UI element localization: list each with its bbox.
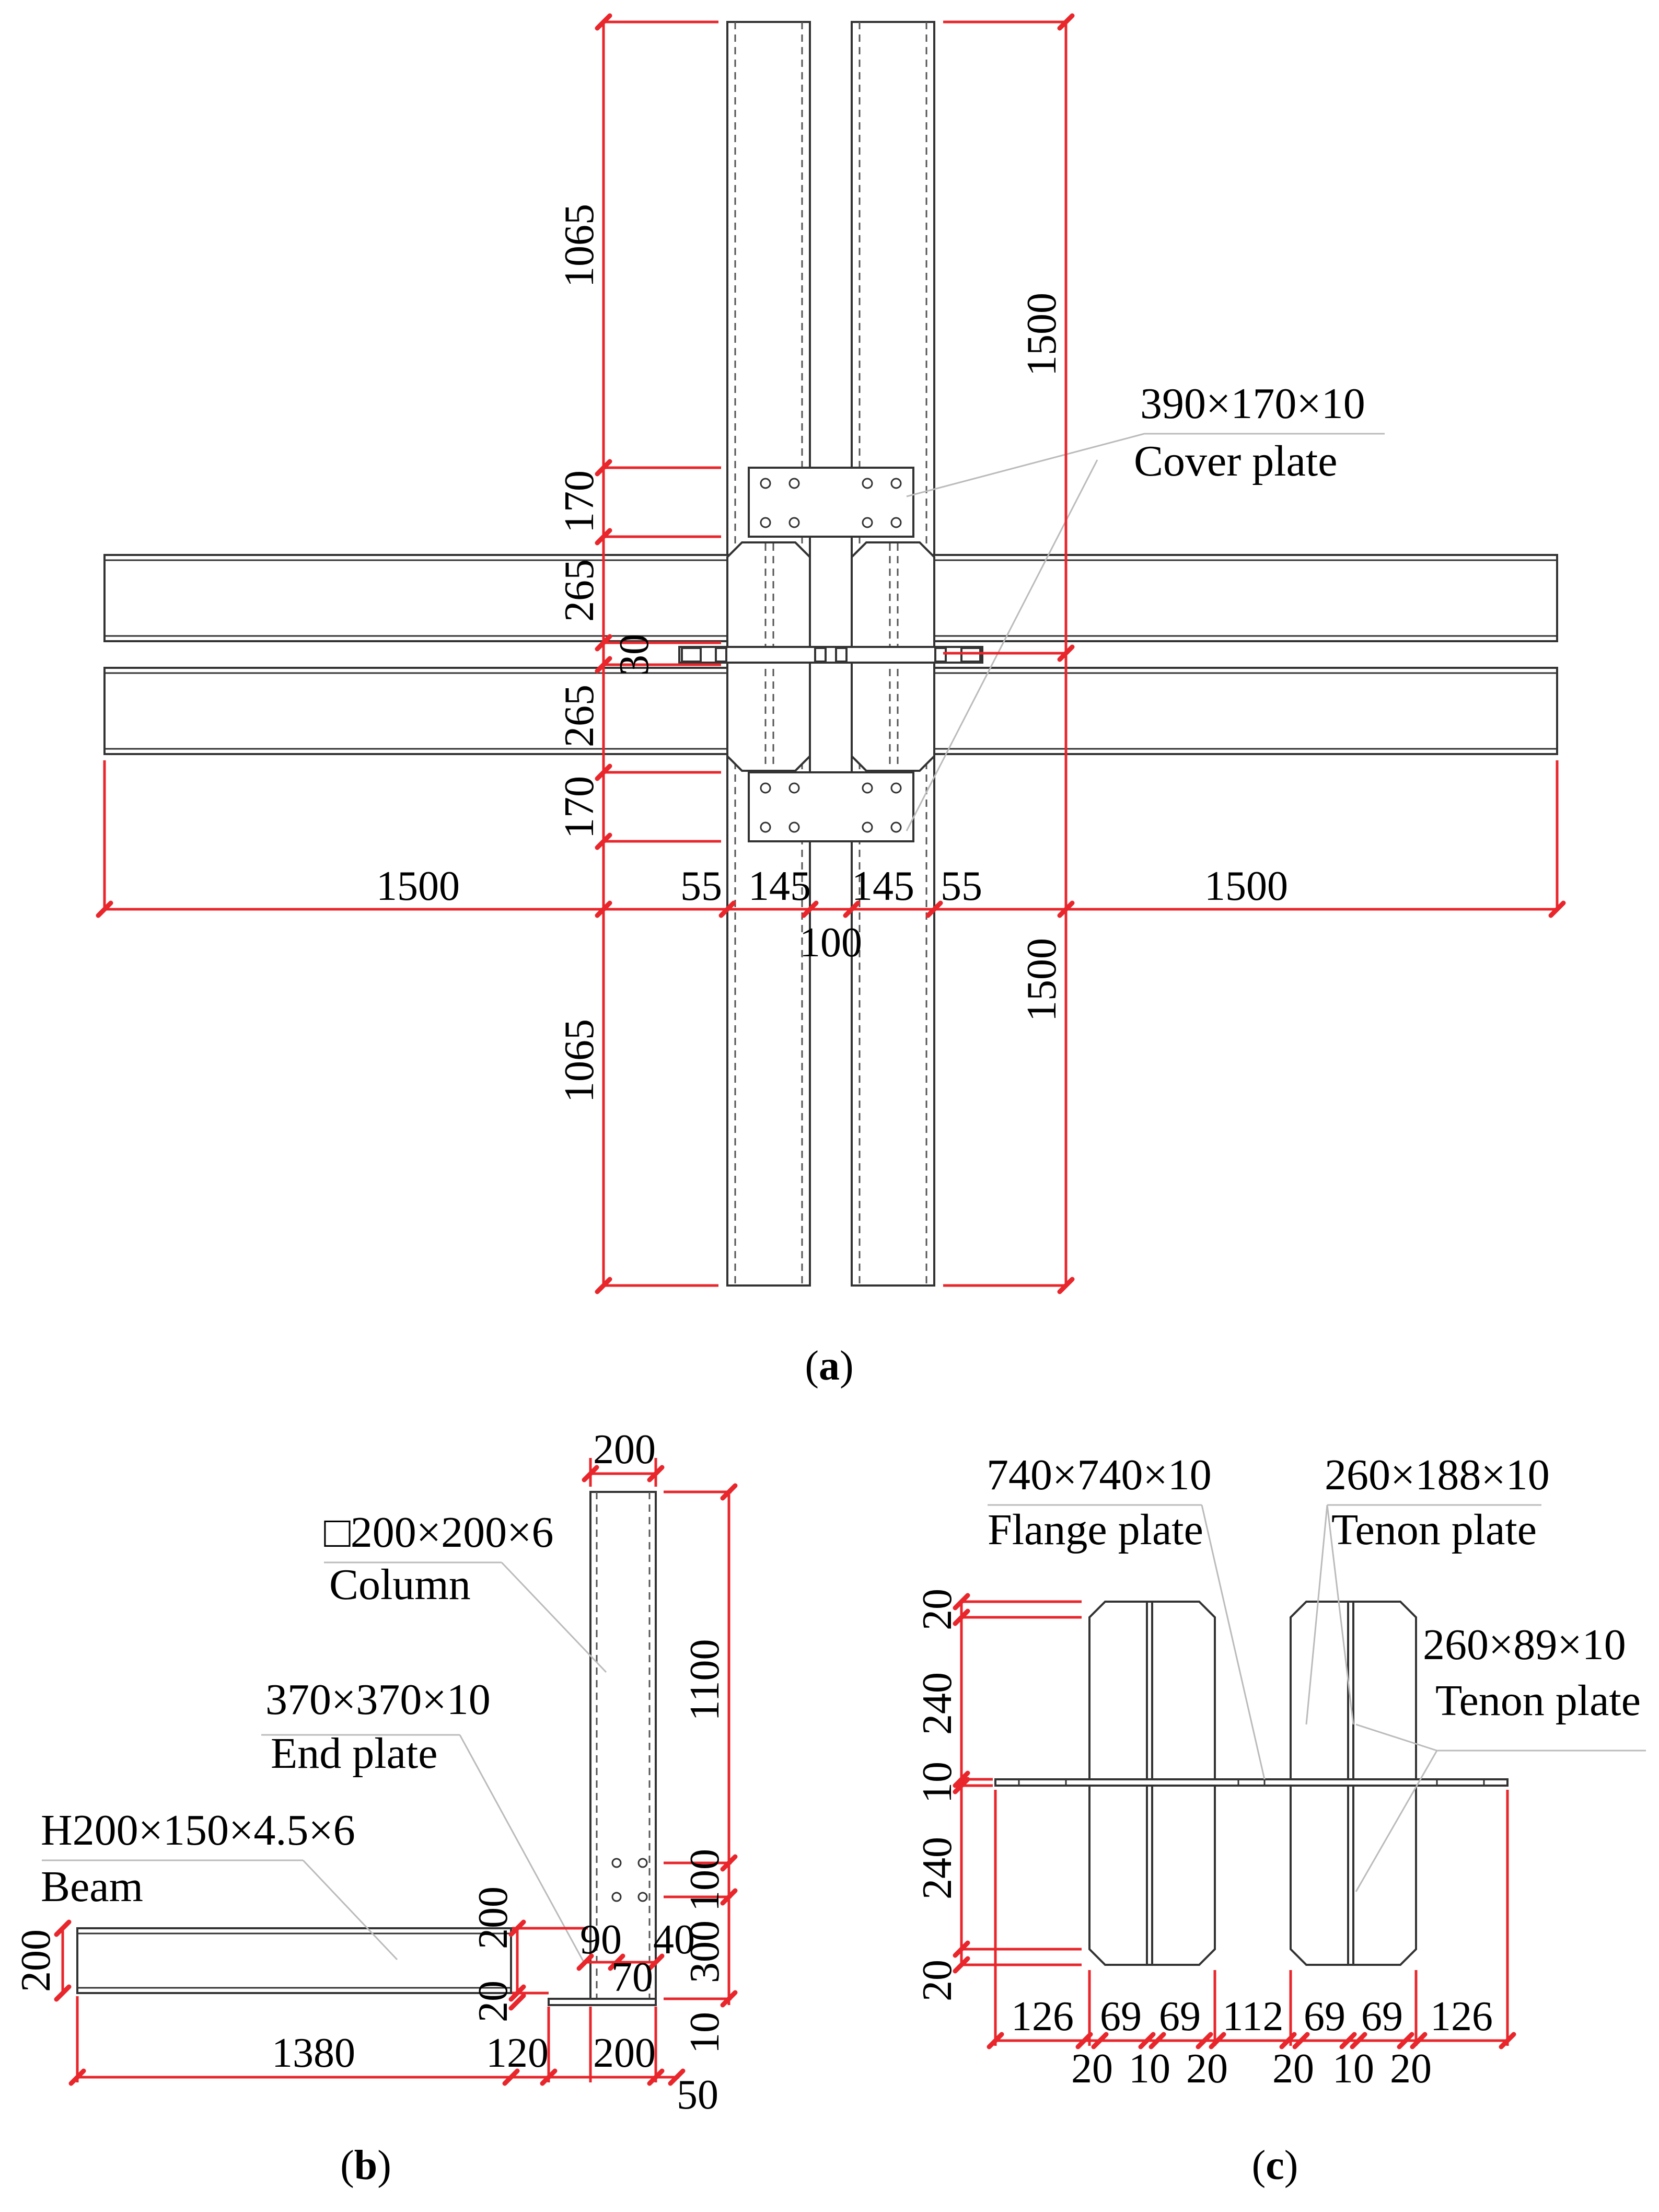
tenon-plate-2-name-label: Tenon plate xyxy=(1435,1676,1641,1725)
dim-a-offset-right: 55 xyxy=(941,863,982,909)
dim-b-lower: 300 xyxy=(682,1920,728,1983)
dim-c-69-c: 69 xyxy=(1304,1994,1345,2040)
upper-right-beam xyxy=(932,554,1558,642)
dim-a-right-beam: 1500 xyxy=(1204,863,1288,909)
dim-b-plate-thickness: 10 xyxy=(682,2012,728,2054)
dim-a-column-gap: 100 xyxy=(799,920,862,966)
dim-b-50: 50 xyxy=(677,2072,718,2118)
flange-plate-row xyxy=(678,646,983,664)
b-end-plate xyxy=(548,1998,657,2006)
panel-c-caption: (c) xyxy=(1252,2142,1298,2188)
dim-a-bottom-column: 1065 xyxy=(556,1019,602,1103)
column-size-label: □200×200×6 xyxy=(324,1508,553,1557)
panel-b-caption: (b) xyxy=(340,2142,391,2188)
cover-plate-name-label: Cover plate xyxy=(1134,437,1338,485)
dim-b-200: 200 xyxy=(593,2030,656,2076)
dim-a-column-right: 145 xyxy=(852,863,914,909)
dim-c-bottom-10-b: 10 xyxy=(1332,2046,1374,2092)
upper-left-beam xyxy=(103,554,730,642)
dim-a-gap: 30 xyxy=(611,634,657,676)
dim-c-bottom-10-a: 10 xyxy=(1129,2046,1170,2092)
dim-b-120: 120 xyxy=(486,2030,549,2076)
dim-a-column-left: 145 xyxy=(748,863,811,909)
panel-b: □200×200×6 Column 370×370×10 End plate H… xyxy=(13,1427,738,2188)
lower-right-beam xyxy=(932,667,1558,755)
bottom-cover-plate xyxy=(748,771,914,842)
dim-c-10: 10 xyxy=(914,1762,960,1803)
dim-c-top-240: 240 xyxy=(914,1672,960,1735)
dim-c-bottom-20-b: 20 xyxy=(1186,2046,1228,2092)
b-column xyxy=(589,1491,657,2000)
dim-c-bottom-20-a: 20 xyxy=(1071,2046,1113,2092)
c-flange-plate xyxy=(994,1778,1509,1787)
panel-a: 390×170×10 Cover plate 1065 170 265 30 2… xyxy=(96,13,1566,1389)
dim-a-right-bottom: 1500 xyxy=(1019,938,1065,1022)
dim-c-69-b: 69 xyxy=(1159,1994,1201,2040)
dim-b-gap-20: 20 xyxy=(470,1981,516,2022)
flange-plate-name-label: Flange plate xyxy=(988,1505,1203,1554)
flange-plate-size-label: 740×740×10 xyxy=(987,1451,1212,1499)
dim-c-112: 112 xyxy=(1222,1994,1283,2040)
dim-c-69-d: 69 xyxy=(1361,1994,1403,2040)
dim-c-126-right: 126 xyxy=(1430,1994,1493,2040)
end-plate-size-label: 370×370×10 xyxy=(265,1675,491,1724)
dim-a-cover-bottom: 170 xyxy=(556,776,602,839)
dim-b-90: 90 xyxy=(580,1917,622,1963)
dim-a-offset-left: 55 xyxy=(680,863,722,909)
dim-c-bottom-240: 240 xyxy=(914,1837,960,1900)
dim-a-cover-top: 170 xyxy=(556,470,602,533)
dim-b-bolt-spacing: 100 xyxy=(682,1849,728,1912)
dim-b-column-height: 1100 xyxy=(682,1639,728,1721)
dim-c-69-a: 69 xyxy=(1100,1994,1142,2040)
column-name-label: Column xyxy=(329,1560,471,1609)
tenon-plate-2-size-label: 260×89×10 xyxy=(1423,1620,1626,1669)
dim-b-70: 70 xyxy=(611,1954,653,2000)
panel-a-caption: (a) xyxy=(805,1343,853,1389)
dim-a-right-top: 1500 xyxy=(1019,293,1065,376)
bolt-head xyxy=(681,647,702,663)
dim-a-left-beam: 1500 xyxy=(376,863,460,909)
dim-a-beam-top: 265 xyxy=(556,559,602,622)
beam-size-label: H200×150×4.5×6 xyxy=(41,1806,355,1855)
dim-c-bottom-20-c: 20 xyxy=(1272,2046,1314,2092)
tenon-plate-1-size-label: 260×188×10 xyxy=(1325,1451,1550,1499)
dim-c-126-left: 126 xyxy=(1011,1994,1074,2040)
beam-name-label: Beam xyxy=(41,1862,143,1911)
dim-b-column-width: 200 xyxy=(593,1427,656,1473)
dim-a-top-column: 1065 xyxy=(556,204,602,287)
dim-b-beam-length: 1380 xyxy=(272,2030,355,2076)
cover-plate-bolts xyxy=(760,478,902,833)
dim-c-bottom-20-d: 20 xyxy=(1390,2046,1432,2092)
dim-a-beam-bottom: 265 xyxy=(556,685,602,747)
b-beam xyxy=(76,1927,512,1994)
lower-left-beam xyxy=(103,667,730,755)
cover-plate-size-label: 390×170×10 xyxy=(1140,379,1365,428)
dim-b-beam-height-right: 200 xyxy=(470,1886,516,1949)
dim-c-top-20: 20 xyxy=(914,1589,960,1630)
top-cover-plate xyxy=(748,467,914,538)
end-plate-name-label: End plate xyxy=(271,1729,438,1778)
dim-b-beam-height-left: 200 xyxy=(13,1929,59,1992)
dim-b-40: 40 xyxy=(653,1917,695,1963)
panel-c: 740×740×10 Flange plate 260×188×10 Tenon… xyxy=(914,1451,1646,2188)
dim-c-bottom-20: 20 xyxy=(914,1960,960,2001)
tenon-plate-1-name-label: Tenon plate xyxy=(1331,1505,1537,1554)
